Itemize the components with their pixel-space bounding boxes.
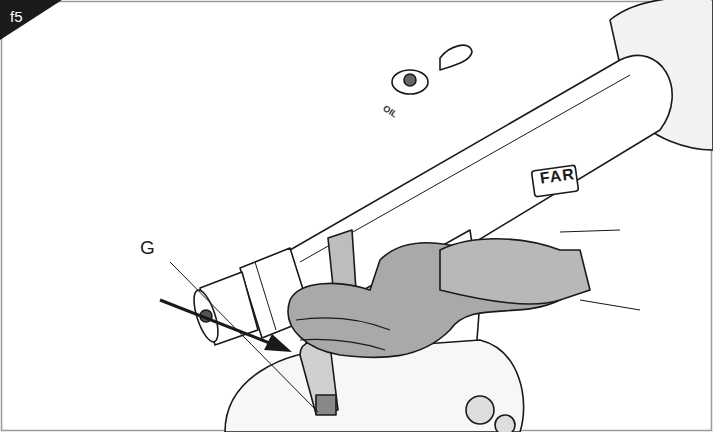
glove-cuff: [560, 230, 640, 310]
base-port: [495, 415, 515, 432]
callout-letter: G: [140, 238, 155, 257]
arrow-head: [264, 334, 292, 352]
nut-edge: [255, 262, 276, 330]
logo-plate: [531, 165, 578, 197]
finger-lines: [296, 318, 390, 350]
lever-grip: [316, 395, 336, 415]
oil-clip: [440, 45, 472, 70]
figure-number: f5: [10, 9, 23, 24]
gloved-hand: [440, 239, 590, 304]
nozzle-tip: [189, 288, 223, 345]
oil-cap-center: [404, 74, 416, 86]
leader-line: [170, 262, 318, 412]
corner-tab: [0, 0, 62, 40]
oil-cap: [392, 70, 428, 94]
direction-arrow: [160, 300, 272, 344]
base-port: [466, 396, 494, 424]
